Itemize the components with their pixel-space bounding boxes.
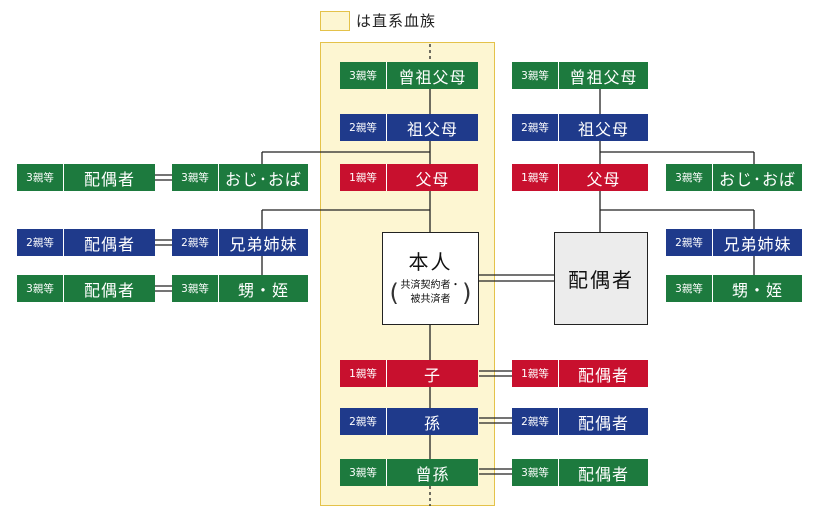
node-siblings-spouse: 2親等 配偶者 (17, 229, 155, 256)
degree-label: 3親等 (512, 459, 559, 486)
self-note-line2: 被共済者 (410, 294, 451, 305)
degree-label: 2親等 (512, 408, 559, 435)
node-nephew-niece: 3親等 甥・姪 (172, 275, 308, 302)
degree-label: 2親等 (512, 114, 559, 141)
degree-label: 3親等 (172, 164, 219, 191)
node-child: 1親等 子 (340, 360, 478, 387)
node-uncle-aunt-spouse: 3親等 配偶者 (17, 164, 155, 191)
relation-label: 祖父母 (577, 119, 629, 139)
node-great-grandparents: 3親等 曾祖父母 (340, 62, 478, 89)
degree-label: 2親等 (340, 114, 387, 141)
relation-label: 祖父母 (406, 119, 458, 139)
degree-label: 3親等 (666, 275, 713, 302)
node-uncle-aunt: 3親等 おじ･おば (172, 164, 308, 191)
node-spouse-grandparents: 2親等 祖父母 (512, 114, 648, 141)
degree-label: 2親等 (172, 229, 219, 256)
degree-label: 2親等 (666, 229, 713, 256)
legend: は直系血族 (320, 10, 436, 31)
self-note: 共済契約者・ 被共済者 (390, 279, 472, 307)
self-label: 本人 (408, 250, 453, 274)
node-spouse-siblings: 2親等 兄弟姉妹 (666, 229, 802, 256)
relation-label: 父母 (415, 169, 450, 189)
self-note-line1: 共済契約者・ (400, 280, 461, 291)
spouse-box: 配偶者 (554, 232, 648, 325)
node-great-grandchild: 3親等 曾孫 (340, 459, 478, 486)
relation-label: おじ･おば (718, 169, 796, 189)
degree-label: 2親等 (17, 229, 64, 256)
degree-label: 3親等 (340, 62, 387, 89)
node-spouse-great-grandparents: 3親等 曾祖父母 (512, 62, 648, 89)
relation-label: 曾孫 (415, 464, 450, 484)
relation-label: おじ･おば (224, 169, 302, 189)
node-spouse-nephew-niece: 3親等 甥・姪 (666, 275, 802, 302)
node-spouse-parents: 1親等 父母 (512, 164, 648, 191)
node-grandchild-spouse: 2親等 配偶者 (512, 408, 648, 435)
degree-label: 3親等 (17, 164, 64, 191)
legend-label: は直系血族 (356, 12, 437, 30)
relation-label: 配偶者 (83, 234, 135, 254)
legend-swatch (320, 10, 350, 31)
self-box: 本人 共済契約者・ 被共済者 (382, 232, 479, 325)
node-grandchild: 2親等 孫 (340, 408, 478, 435)
degree-label: 1親等 (512, 360, 559, 387)
node-spouse-uncle-aunt: 3親等 おじ･おば (666, 164, 802, 191)
relation-label: 配偶者 (577, 365, 629, 385)
relation-label: 配偶者 (83, 280, 135, 300)
relation-label: 曾祖父母 (398, 67, 467, 87)
relation-label: 甥・姪 (731, 280, 783, 300)
relation-label: 子 (423, 365, 441, 385)
degree-label: 3親等 (666, 164, 713, 191)
relation-label: 孫 (423, 413, 441, 433)
relation-label: 曾祖父母 (569, 67, 638, 87)
relation-label: 父母 (586, 169, 621, 189)
degree-label: 3親等 (172, 275, 219, 302)
relation-label: 配偶者 (83, 169, 135, 189)
node-nephew-niece-spouse: 3親等 配偶者 (17, 275, 155, 302)
degree-label: 1親等 (512, 164, 559, 191)
spouse-label: 配偶者 (568, 268, 634, 292)
degree-label: 1親等 (340, 360, 387, 387)
relation-label: 兄弟姉妹 (229, 234, 298, 254)
degree-label: 1親等 (340, 164, 387, 191)
node-great-grandchild-spouse: 3親等 配偶者 (512, 459, 648, 486)
relation-label: 甥・姪 (237, 280, 289, 300)
node-parents: 1親等 父母 (340, 164, 478, 191)
degree-label: 3親等 (340, 459, 387, 486)
relation-label: 兄弟姉妹 (723, 234, 792, 254)
node-grandparents: 2親等 祖父母 (340, 114, 478, 141)
node-siblings: 2親等 兄弟姉妹 (172, 229, 308, 256)
relation-label: 配偶者 (577, 413, 629, 433)
degree-label: 2親等 (340, 408, 387, 435)
degree-label: 3親等 (17, 275, 64, 302)
node-child-spouse: 1親等 配偶者 (512, 360, 648, 387)
relation-label: 配偶者 (577, 464, 629, 484)
degree-label: 3親等 (512, 62, 559, 89)
